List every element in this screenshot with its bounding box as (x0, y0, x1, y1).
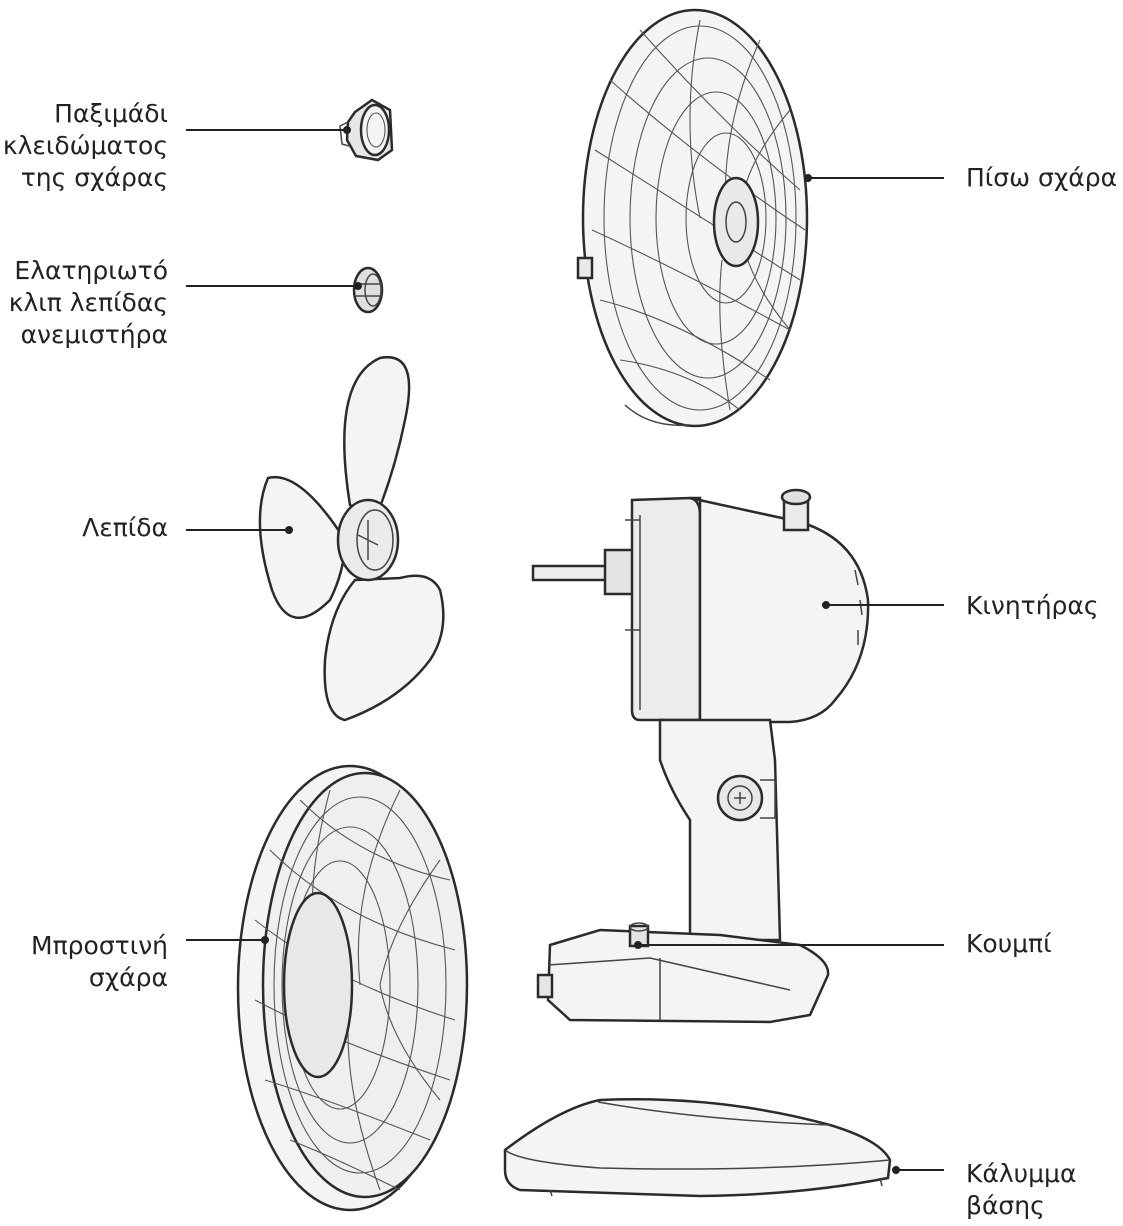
label-motor: Κινητήρας (966, 591, 1099, 620)
label-button: Κουμπί (966, 929, 1052, 958)
label-rear-grill: Πίσω σχάρα (966, 163, 1118, 192)
label-lock-nut: Παξιμάδι κλειδώματος της σχάρας (2, 99, 168, 192)
motor-part (531, 488, 870, 724)
front-grill-part (236, 764, 469, 1212)
rear-grill-part (576, 8, 809, 428)
label-blade-clip: Ελατηριωτό κλιπ λεπίδας ανεμιστήρα (8, 256, 168, 349)
stand-neck-part (658, 718, 782, 942)
blade-part (258, 355, 445, 722)
base-part (536, 922, 830, 1024)
leader-lines (186, 126, 944, 1174)
label-blade: Λεπίδα (82, 513, 168, 542)
base-cover-part (503, 1098, 892, 1198)
lock-nut-part (339, 98, 394, 162)
label-base-cover: Κάλυμμα βάσης (966, 1159, 1077, 1220)
blade-clip-part (352, 266, 384, 314)
label-front-grill: Μπροστινή σχάρα (31, 931, 168, 992)
